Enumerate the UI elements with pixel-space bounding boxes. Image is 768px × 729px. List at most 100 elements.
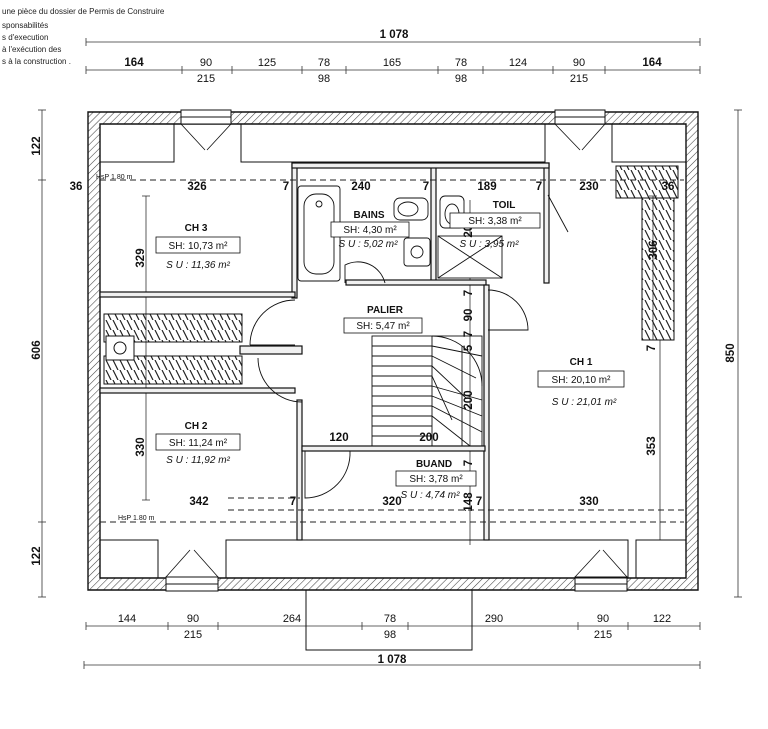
room-toil-sh: SH: 3,38 m²: [468, 216, 522, 227]
room-ch2-sh-box: [155, 433, 241, 451]
closets: [103, 165, 679, 385]
room-palier-sh-box: [343, 317, 423, 334]
dim-bot-144: 144: [118, 613, 136, 625]
room-bains-sh-box: [330, 221, 410, 238]
knee-wall-lines: [100, 179, 684, 523]
dim-90: 90: [463, 309, 475, 322]
room-toil-name: TOIL: [493, 200, 516, 211]
dim-7-buand: 7: [463, 460, 475, 466]
room-ch2-name: CH 2: [185, 421, 208, 432]
room-bains-su: S U : 5,02 m²: [339, 239, 399, 250]
dim-7-palier2: 7: [463, 331, 475, 337]
dim-320: 320: [382, 496, 401, 508]
sanitary-fixtures: [297, 185, 503, 282]
dim-120: 120: [329, 432, 348, 444]
room-ch3-name: CH 3: [185, 223, 208, 234]
dim-200-vertical: 200: [463, 390, 475, 409]
dim-230: 230: [579, 181, 598, 193]
hsp-label-bottom: HsP 1.80 m: [118, 515, 155, 522]
room-ch3-su: S U : 11,36 m²: [166, 260, 230, 271]
dim-bot-90a: 90: [187, 613, 199, 625]
room-ch1-sh: SH: 20,10 m²: [552, 375, 612, 386]
room-buand-sh: SH: 3,78 m²: [409, 474, 463, 485]
room-buand-sh-box: [395, 470, 477, 487]
doors: [249, 194, 569, 499]
room-toil-su: S U : 3,95 m²: [460, 239, 520, 250]
dim-bot-264: 264: [283, 613, 301, 625]
dim-326: 326: [187, 181, 206, 193]
room-ch3-sh-box: [155, 236, 241, 254]
dim-200-horizontal: 200: [419, 432, 438, 444]
hsp-label-top: HsP 1.80 m: [96, 174, 133, 181]
dim-left-606: 606: [31, 340, 43, 359]
dim-bot-98: 98: [384, 629, 396, 641]
dim-7-b: 7: [423, 181, 429, 193]
room-bains-name: BAINS: [353, 210, 384, 221]
room-buand-name: BUAND: [416, 459, 452, 470]
dim-top-215b: 215: [570, 73, 588, 85]
room-toil-sh-box: [449, 212, 541, 229]
room-labels: CH 3 SH: 10,73 m² S U : 11,36 m² BAINS S…: [155, 200, 625, 501]
dim-top-164b: 164: [642, 57, 662, 69]
dim-top-90a: 90: [200, 57, 212, 69]
room-palier-name: PALIER: [367, 305, 404, 316]
dim-189: 189: [477, 181, 496, 193]
room-palier-sh: SH: 5,47 m²: [356, 321, 410, 332]
dim-330-bottom: 330: [579, 496, 598, 508]
dim-330-left: 330: [135, 437, 147, 456]
header-note-5: s à la construction .: [2, 57, 71, 66]
dim-bottom-total: 1 078: [378, 654, 407, 666]
dim-36-left: 36: [70, 181, 83, 193]
dim-240: 240: [351, 181, 370, 193]
dim-top-124: 124: [509, 57, 527, 69]
header-note-2: sponsabilités: [2, 21, 49, 30]
dim-bot-78: 78: [384, 613, 396, 625]
room-bains-sh: SH: 4,30 m²: [343, 225, 397, 236]
dim-top-215a: 215: [197, 73, 215, 85]
dim-top-125: 125: [258, 57, 276, 69]
dim-left-122-bot: 122: [31, 546, 43, 565]
dim-329: 329: [135, 248, 147, 267]
dim-148: 148: [463, 492, 475, 512]
dim-top-total: 1 078: [380, 29, 409, 41]
dim-342: 342: [189, 496, 208, 508]
room-ch1-su: S U : 21,01 m²: [552, 397, 617, 408]
dim-top-164a: 164: [124, 57, 144, 69]
dim-bot-90b: 90: [597, 613, 609, 625]
window-swings: [165, 123, 628, 578]
dim-top-98a: 98: [318, 73, 330, 85]
dim-bot-290: 290: [485, 613, 503, 625]
dim-7-c: 7: [536, 181, 542, 193]
room-ch2-su: S U : 11,92 m²: [166, 455, 230, 466]
dim-7-a: 7: [283, 181, 289, 193]
dim-7-e: 7: [476, 496, 482, 508]
dim-7-ch1: 7: [646, 345, 658, 351]
outer-dimension-labels: 1 078 164 90 215 125 78 98 165 78 98 124…: [31, 29, 737, 666]
dim-5: 5: [463, 344, 475, 351]
header-note-3: s d'execution: [2, 33, 49, 42]
room-ch3-sh: SH: 10,73 m²: [169, 241, 229, 252]
room-buand-su: S U : 4,74 m²: [401, 490, 461, 501]
dim-7-palier1: 7: [463, 290, 475, 296]
walls: [87, 111, 699, 591]
room-ch2-sh: SH: 11,24 m²: [169, 438, 228, 449]
dim-right-850: 850: [725, 343, 737, 362]
exterior-wall: [87, 111, 699, 591]
header-note-1: une pièce du dossier de Permis de Constr…: [2, 7, 165, 16]
dim-top-78b: 78: [455, 57, 467, 69]
header-note-4: à l'exécution des: [2, 45, 62, 54]
dim-top-98b: 98: [455, 73, 467, 85]
dim-353: 353: [646, 436, 658, 455]
staircase: [371, 335, 483, 447]
dim-left-122-top: 122: [31, 136, 43, 155]
room-ch1-name: CH 1: [570, 357, 593, 368]
windows: [99, 109, 687, 651]
dim-bot-215a: 215: [184, 629, 202, 641]
dim-top-165: 165: [383, 57, 401, 69]
room-ch1-sh-box: [537, 370, 625, 388]
dim-36-right: 36: [662, 181, 675, 193]
dim-306: 306: [648, 240, 660, 259]
dim-top-78a: 78: [318, 57, 330, 69]
dim-7-d: 7: [290, 496, 296, 508]
